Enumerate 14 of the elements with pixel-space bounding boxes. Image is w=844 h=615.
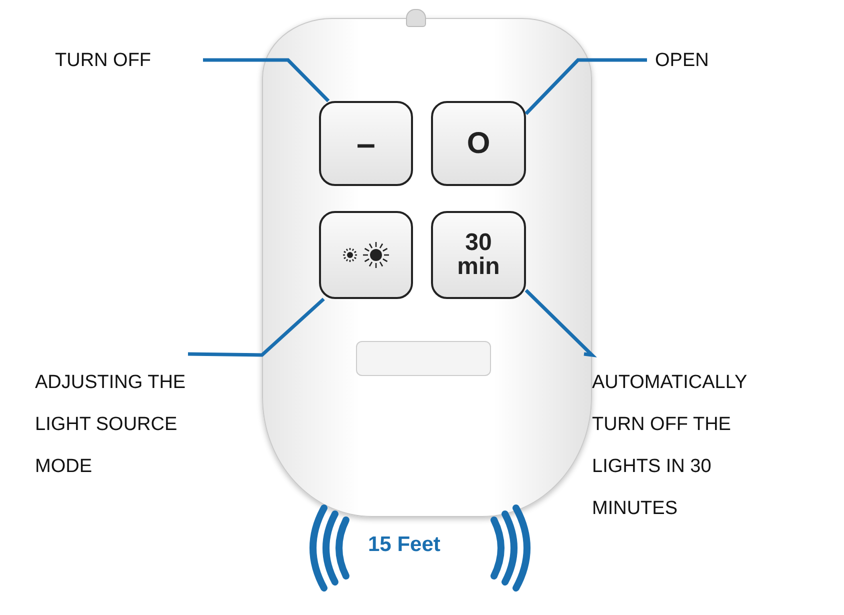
- leader-line: [524, 58, 647, 115]
- function-label: TURN OFF: [55, 40, 195, 82]
- function-label: ADJUSTING THE LIGHT SOURCE MODE: [35, 362, 225, 488]
- range-label: 15 Feet: [368, 533, 440, 557]
- leader-line: [524, 288, 597, 358]
- function-label: OPEN: [655, 40, 775, 82]
- brightness-button: [319, 211, 413, 299]
- power-button: O: [431, 101, 526, 186]
- window-slot: [356, 341, 491, 376]
- function-label: AUTOMATICALLY TURN OFF THE LIGHTS IN 30 MINUTES: [592, 362, 792, 530]
- leader-line: [188, 298, 325, 357]
- leader-line: [203, 58, 330, 102]
- minus-button: –: [319, 101, 413, 186]
- timer-button: 30 min: [431, 211, 526, 299]
